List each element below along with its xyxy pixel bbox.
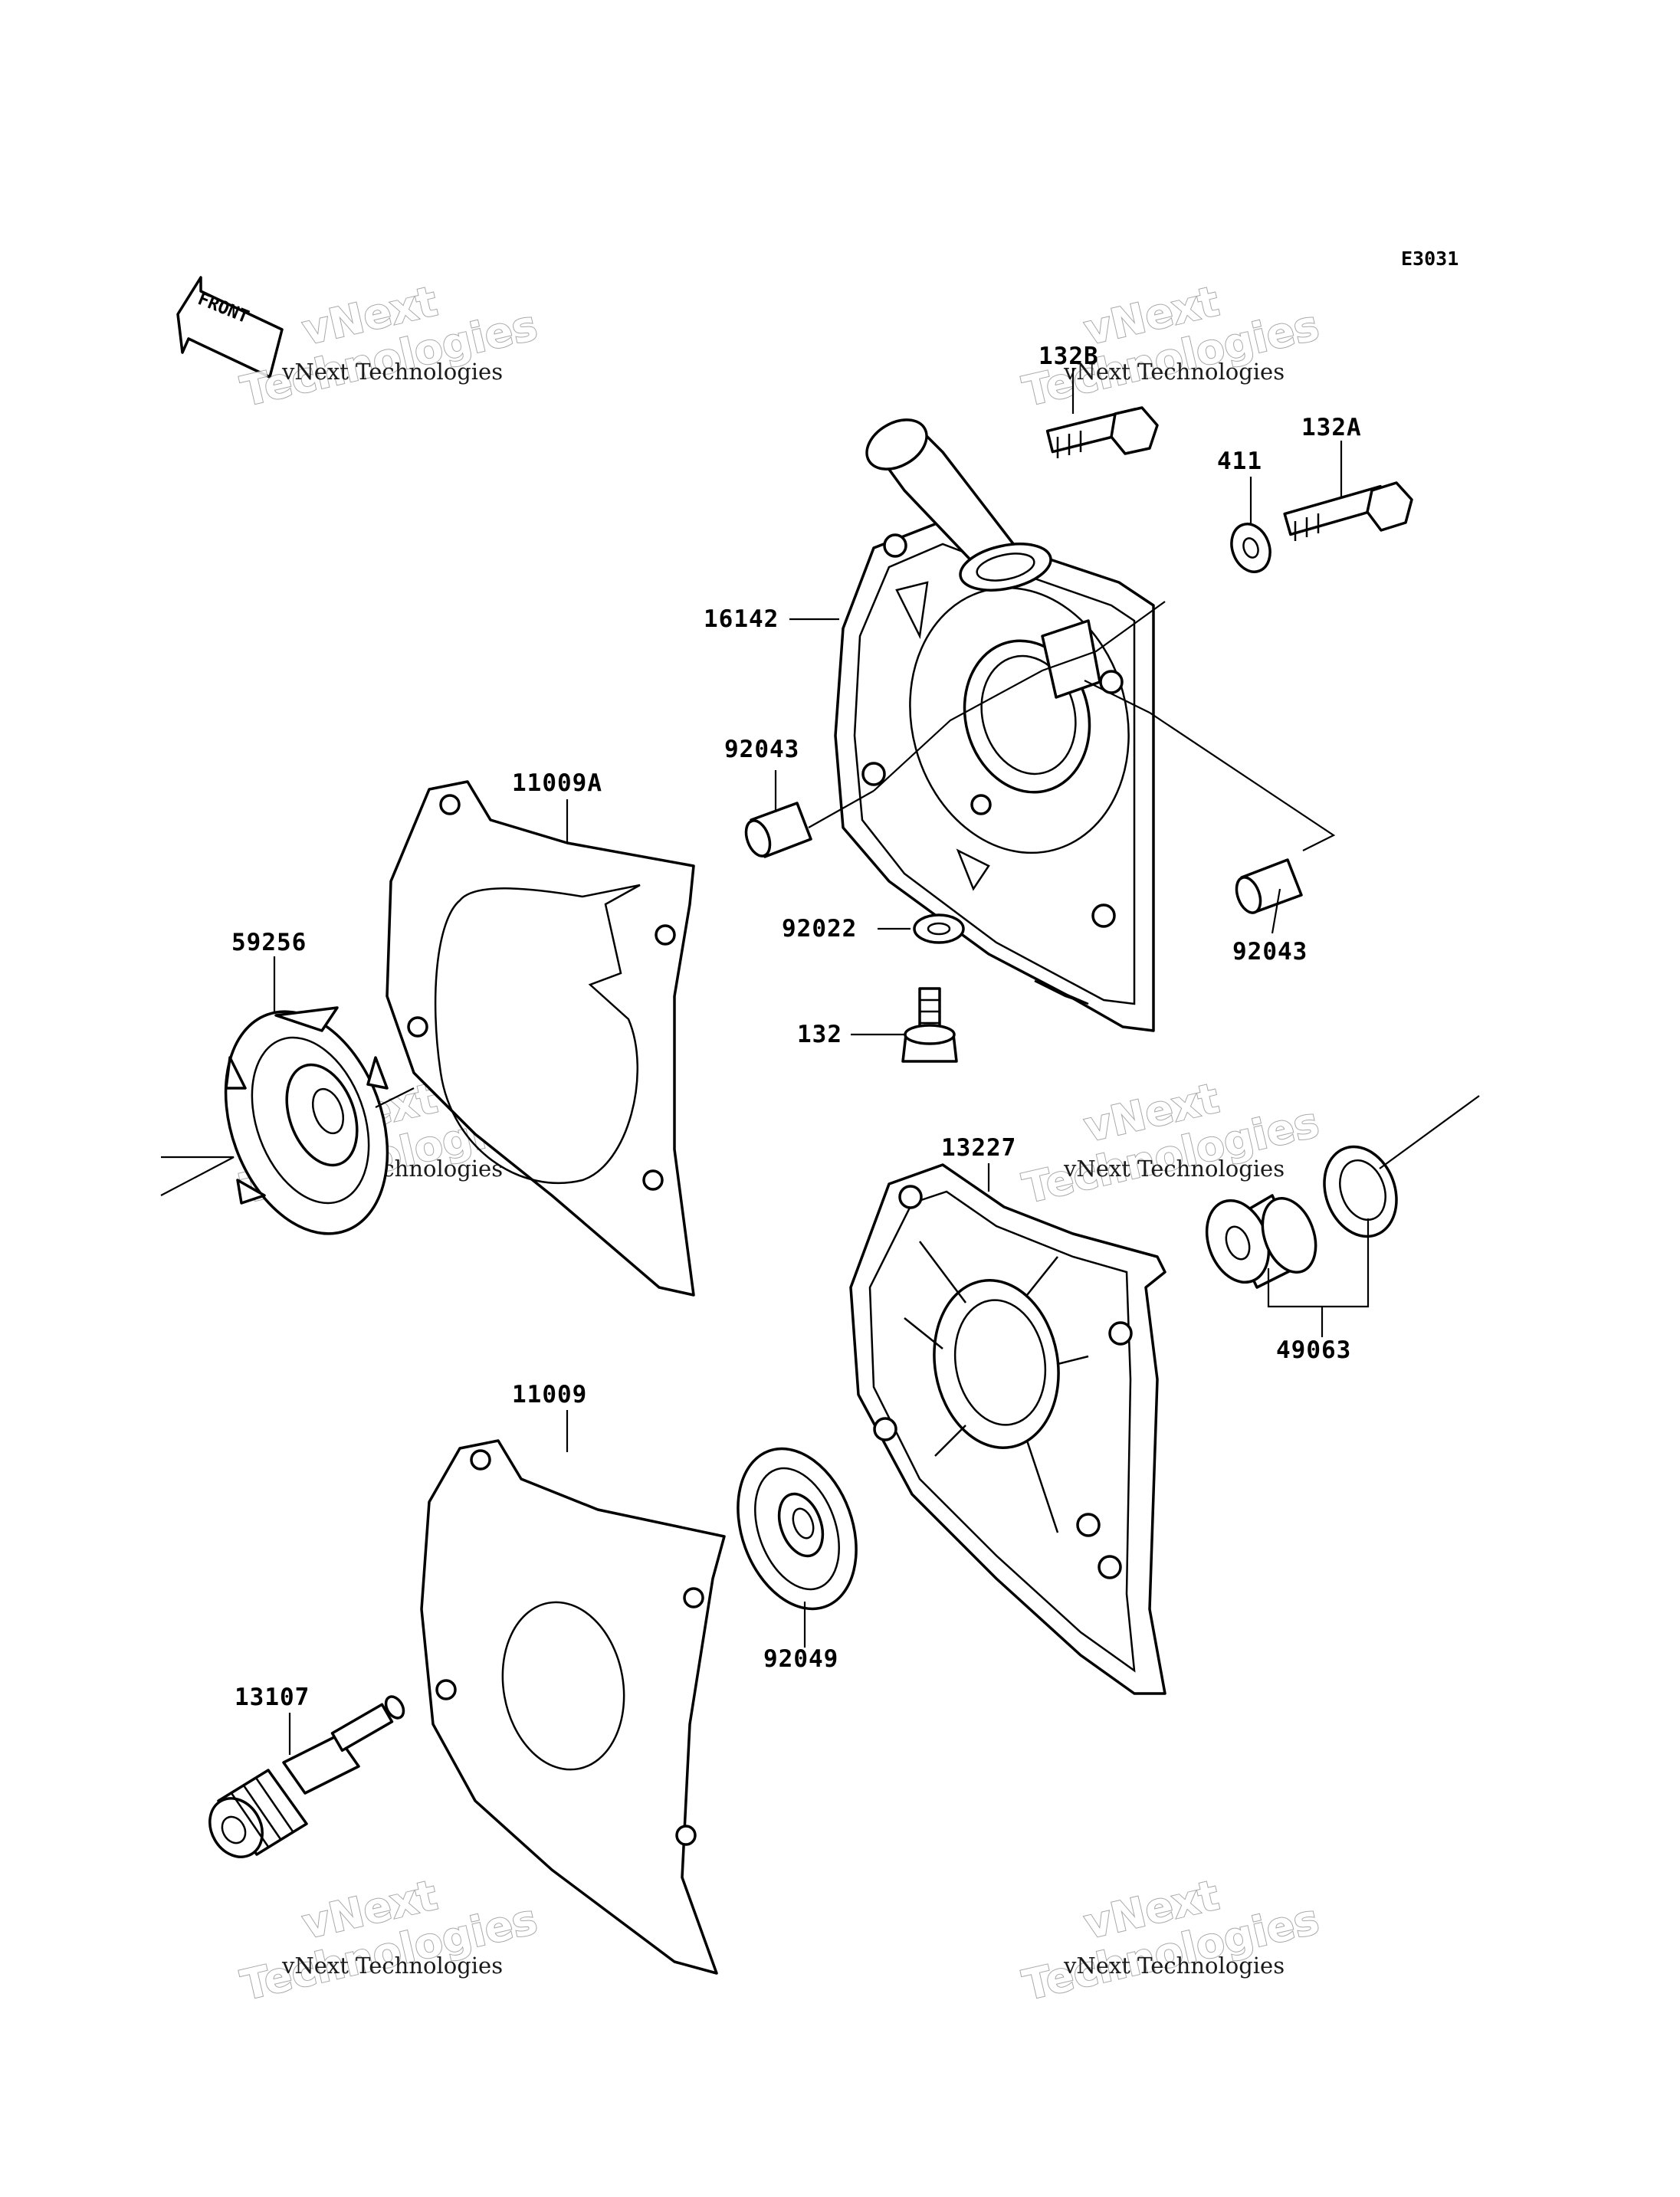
watermark-bottom-left: vNext Technologies vNext Technologies bbox=[236, 1870, 543, 2010]
seal-49063[interactable] bbox=[1196, 1136, 1408, 1290]
svg-text:vNext Technologies: vNext Technologies bbox=[281, 1953, 503, 1979]
watermark-top-left: vNext Technologies vNext Technologies bbox=[236, 276, 543, 416]
label-411[interactable]: 411 bbox=[1217, 448, 1262, 475]
gasket-11009[interactable] bbox=[420, 1439, 726, 1975]
label-59256[interactable]: 59256 bbox=[231, 929, 307, 956]
gasket-11009A[interactable] bbox=[386, 780, 695, 1297]
label-132B[interactable]: 132B bbox=[1039, 343, 1099, 370]
label-11009A[interactable]: 11009A bbox=[512, 769, 602, 797]
dowel-92043-right[interactable] bbox=[1232, 858, 1303, 916]
label-92022[interactable]: 92022 bbox=[782, 915, 857, 943]
svg-text:vNext Technologies: vNext Technologies bbox=[281, 359, 503, 385]
label-16142[interactable]: 16142 bbox=[704, 605, 779, 633]
drain-plug-13107[interactable] bbox=[199, 1694, 407, 1867]
svg-text:vNext Technologies: vNext Technologies bbox=[1063, 359, 1285, 385]
bolt-132A[interactable] bbox=[1283, 481, 1413, 541]
label-132[interactable]: 132 bbox=[797, 1021, 842, 1048]
label-13227[interactable]: 13227 bbox=[941, 1134, 1016, 1162]
cover-13227[interactable] bbox=[849, 1163, 1166, 1695]
svg-text:vNext Technologies: vNext Technologies bbox=[1063, 1156, 1285, 1182]
label-132A[interactable]: 132A bbox=[1301, 414, 1362, 441]
leader-lines bbox=[160, 368, 1480, 1755]
bolt-132[interactable] bbox=[901, 987, 958, 1063]
bolt-132B[interactable] bbox=[1045, 406, 1159, 458]
watermark-mid-right: vNext Technologies vNext Technologies bbox=[1018, 1073, 1324, 1213]
svg-text:vNext Technologies: vNext Technologies bbox=[1063, 1953, 1285, 1979]
label-13107[interactable]: 13107 bbox=[235, 1684, 310, 1711]
cover-16142[interactable] bbox=[834, 410, 1158, 1032]
impeller-59256[interactable] bbox=[197, 989, 417, 1257]
washer-92022[interactable] bbox=[913, 913, 965, 944]
part-labels: 132B 132A 411 16142 92043 92043 11009A 5… bbox=[231, 343, 1362, 1711]
label-49063[interactable]: 49063 bbox=[1276, 1336, 1351, 1364]
washer-411[interactable] bbox=[1226, 519, 1277, 578]
dowel-92043-left[interactable] bbox=[742, 802, 812, 859]
label-92043-left[interactable]: 92043 bbox=[724, 736, 799, 763]
label-92043-right[interactable]: 92043 bbox=[1232, 938, 1308, 966]
label-92049[interactable]: 92049 bbox=[763, 1645, 838, 1673]
watermark-bottom-right: vNext Technologies vNext Technologies bbox=[1018, 1870, 1324, 2010]
label-11009[interactable]: 11009 bbox=[512, 1381, 587, 1408]
diagram-code: E3031 bbox=[1401, 248, 1459, 270]
seal-92049[interactable] bbox=[717, 1432, 877, 1625]
